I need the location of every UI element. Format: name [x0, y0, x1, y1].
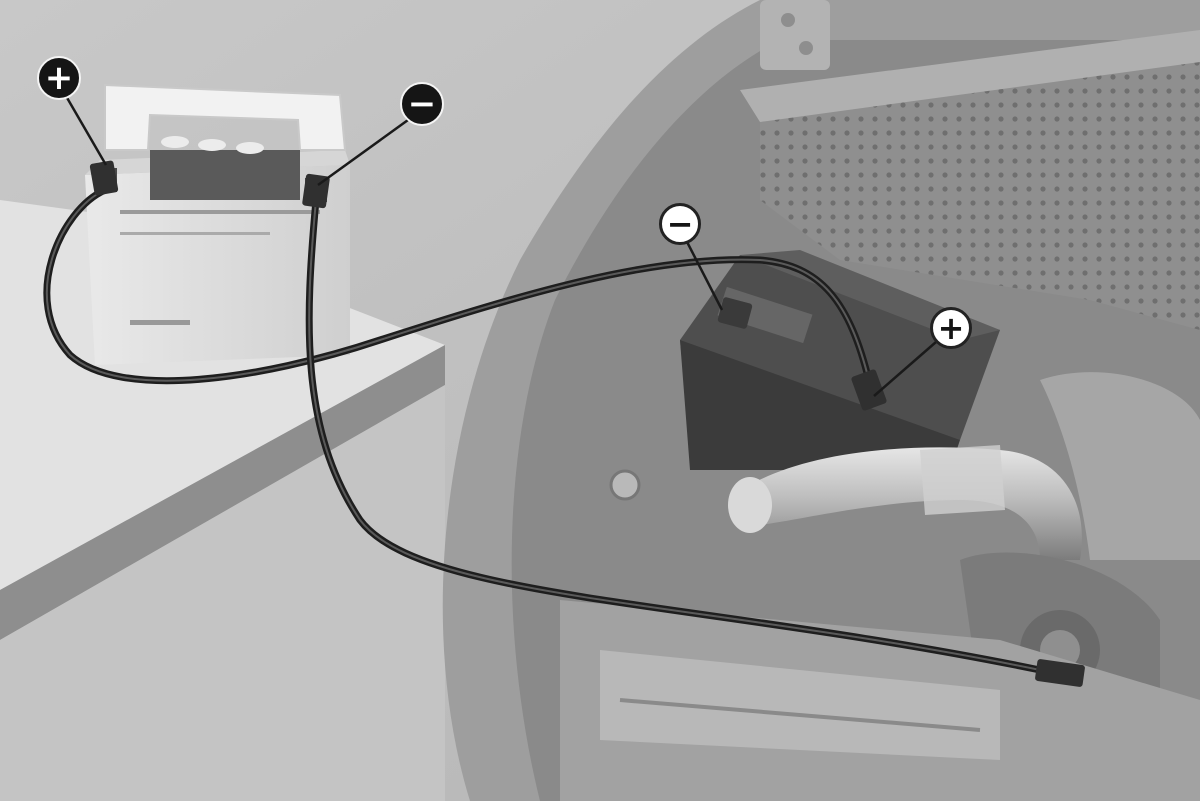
- vehicle-negative-badge: −: [659, 203, 701, 245]
- donor-positive-badge: +: [37, 56, 81, 100]
- donor-negative-badge: −: [400, 82, 444, 126]
- jumper-cables: [43, 160, 1085, 687]
- donor-battery: [85, 83, 350, 365]
- vehicle-positive-clamp: [851, 369, 887, 411]
- leader-donor-negative: [317, 118, 409, 187]
- donor-positive-clamp: [89, 160, 119, 196]
- leader-vehicle-negative: [682, 235, 724, 311]
- vehicle-positive-badge: +: [930, 307, 972, 349]
- leader-lines: [64, 95, 937, 397]
- leader-donor-positive: [64, 95, 108, 166]
- ground-clamp: [1035, 659, 1085, 687]
- leader-vehicle-positive: [873, 341, 937, 397]
